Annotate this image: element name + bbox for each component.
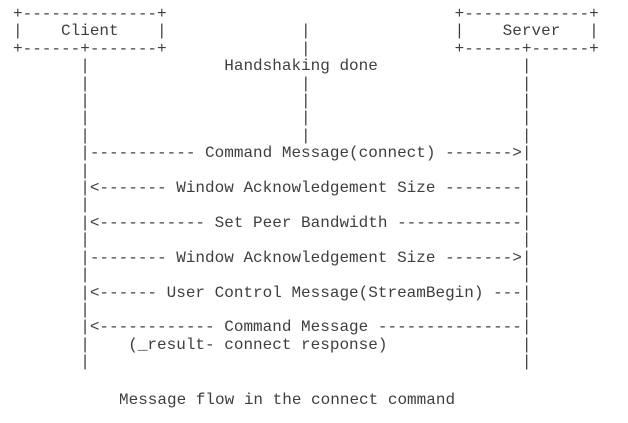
diagram-caption: Message flow in the connect command xyxy=(119,390,456,409)
sequence-diagram-ascii: +--------------+ +-------------+ | Clien… xyxy=(13,5,599,372)
